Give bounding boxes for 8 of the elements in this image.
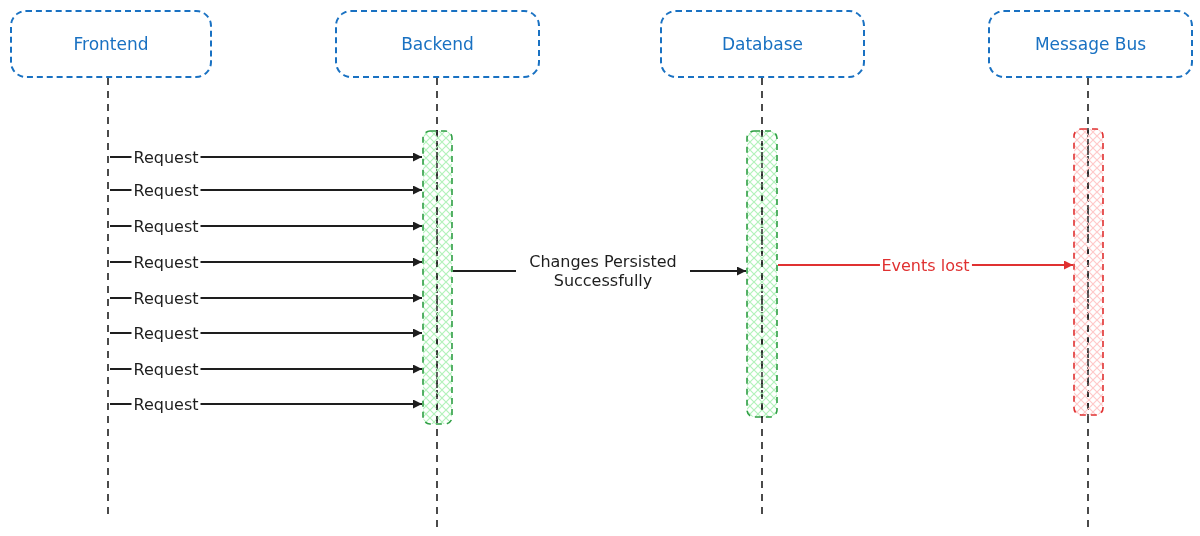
participant-name: Frontend xyxy=(73,34,149,54)
participant-name: Database xyxy=(721,34,804,54)
participant-name: Backend xyxy=(401,34,474,54)
activation-bar xyxy=(746,130,778,418)
activation-bar xyxy=(1073,128,1104,416)
participant-name: Message Bus xyxy=(1034,34,1147,54)
activation-bar xyxy=(422,130,453,425)
edge-label: Changes Persisted Successfully xyxy=(516,252,690,290)
